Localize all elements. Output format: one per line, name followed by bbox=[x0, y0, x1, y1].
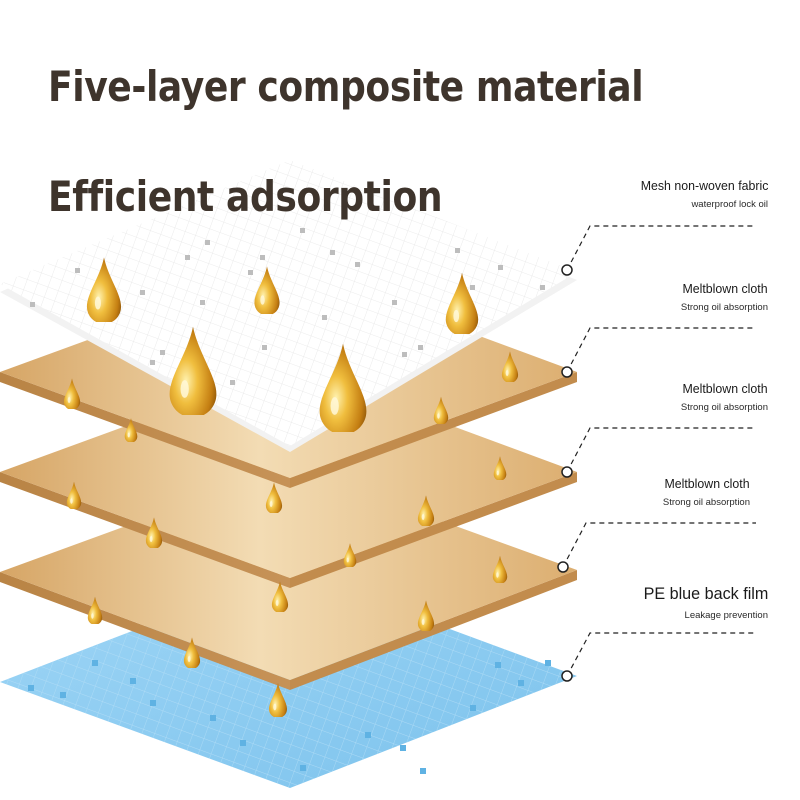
film-speckle bbox=[470, 705, 476, 711]
film-speckle bbox=[300, 765, 306, 771]
mesh-speckle bbox=[160, 350, 165, 355]
layer-5-name: PE blue back film bbox=[643, 584, 768, 603]
connector-dot-icon bbox=[561, 264, 573, 276]
layer-3-name: Meltblown cloth bbox=[682, 381, 768, 396]
page-title: Five-layer composite material bbox=[48, 62, 644, 111]
connector-dot-icon bbox=[561, 670, 573, 682]
mesh-speckle bbox=[540, 285, 545, 290]
mesh-speckle bbox=[205, 240, 210, 245]
label-layer-2: Meltblown cloth Strong oil absorption bbox=[678, 281, 768, 313]
leader-line bbox=[566, 427, 756, 473]
layer-2-name: Meltblown cloth bbox=[682, 281, 768, 296]
film-speckle bbox=[420, 768, 426, 774]
film-speckle bbox=[150, 700, 156, 706]
layer-5-desc: Leakage prevention bbox=[684, 610, 768, 621]
layer-4-desc: Strong oil absorption bbox=[662, 497, 750, 508]
mesh-speckle bbox=[402, 352, 407, 357]
leader-lines bbox=[557, 225, 756, 682]
mesh-speckle bbox=[260, 255, 265, 260]
leader-line bbox=[562, 522, 756, 568]
label-layer-3: Meltblown cloth Strong oil absorption bbox=[678, 381, 768, 413]
film-speckle bbox=[545, 660, 551, 666]
mesh-speckle bbox=[322, 315, 327, 320]
film-speckle bbox=[210, 715, 216, 721]
leader-line bbox=[566, 632, 756, 677]
film-speckle bbox=[518, 680, 524, 686]
mesh-speckle bbox=[200, 300, 205, 305]
mesh-speckle bbox=[230, 380, 235, 385]
film-speckle bbox=[365, 732, 371, 738]
mesh-speckle bbox=[355, 262, 360, 267]
layer-3-desc: Strong oil absorption bbox=[680, 402, 768, 413]
film-speckle bbox=[130, 678, 136, 684]
mesh-speckle bbox=[75, 268, 80, 273]
film-speckle bbox=[92, 660, 98, 666]
label-layer-4: Meltblown cloth Strong oil absorption bbox=[660, 476, 750, 508]
mesh-fabric-layer bbox=[0, 160, 577, 452]
mesh-speckle bbox=[30, 302, 35, 307]
connector-dot-icon bbox=[557, 561, 569, 573]
mesh-speckle bbox=[498, 265, 503, 270]
leader-line bbox=[566, 327, 756, 373]
mesh-speckle bbox=[330, 250, 335, 255]
mesh-speckle bbox=[418, 345, 423, 350]
leader-line bbox=[566, 225, 756, 271]
mesh-speckle bbox=[185, 255, 190, 260]
layer-4-name: Meltblown cloth bbox=[664, 476, 750, 491]
film-speckle bbox=[400, 745, 406, 751]
mesh-speckle bbox=[392, 300, 397, 305]
connector-dot-icon bbox=[561, 466, 573, 478]
layer-2-desc: Strong oil absorption bbox=[680, 302, 768, 313]
label-layer-5: PE blue back film Leakage prevention bbox=[637, 584, 768, 621]
film-speckle bbox=[28, 685, 34, 691]
mesh-speckle bbox=[470, 285, 475, 290]
mesh-speckle bbox=[150, 360, 155, 365]
mesh-speckle bbox=[300, 228, 305, 233]
mesh-speckle bbox=[455, 248, 460, 253]
page-subtitle: Efficient adsorption bbox=[48, 172, 443, 221]
connector-dot-icon bbox=[561, 366, 573, 378]
layer-1-name: Mesh non-woven fabric bbox=[640, 178, 768, 193]
layer-1-desc: waterproof lock oil bbox=[691, 199, 768, 210]
mesh-speckle bbox=[262, 345, 267, 350]
film-speckle bbox=[495, 662, 501, 668]
mesh-speckle bbox=[140, 290, 145, 295]
film-speckle bbox=[240, 740, 246, 746]
label-layer-1: Mesh non-woven fabric waterproof lock oi… bbox=[634, 178, 768, 210]
mesh-speckle bbox=[248, 270, 253, 275]
film-speckle bbox=[60, 692, 66, 698]
